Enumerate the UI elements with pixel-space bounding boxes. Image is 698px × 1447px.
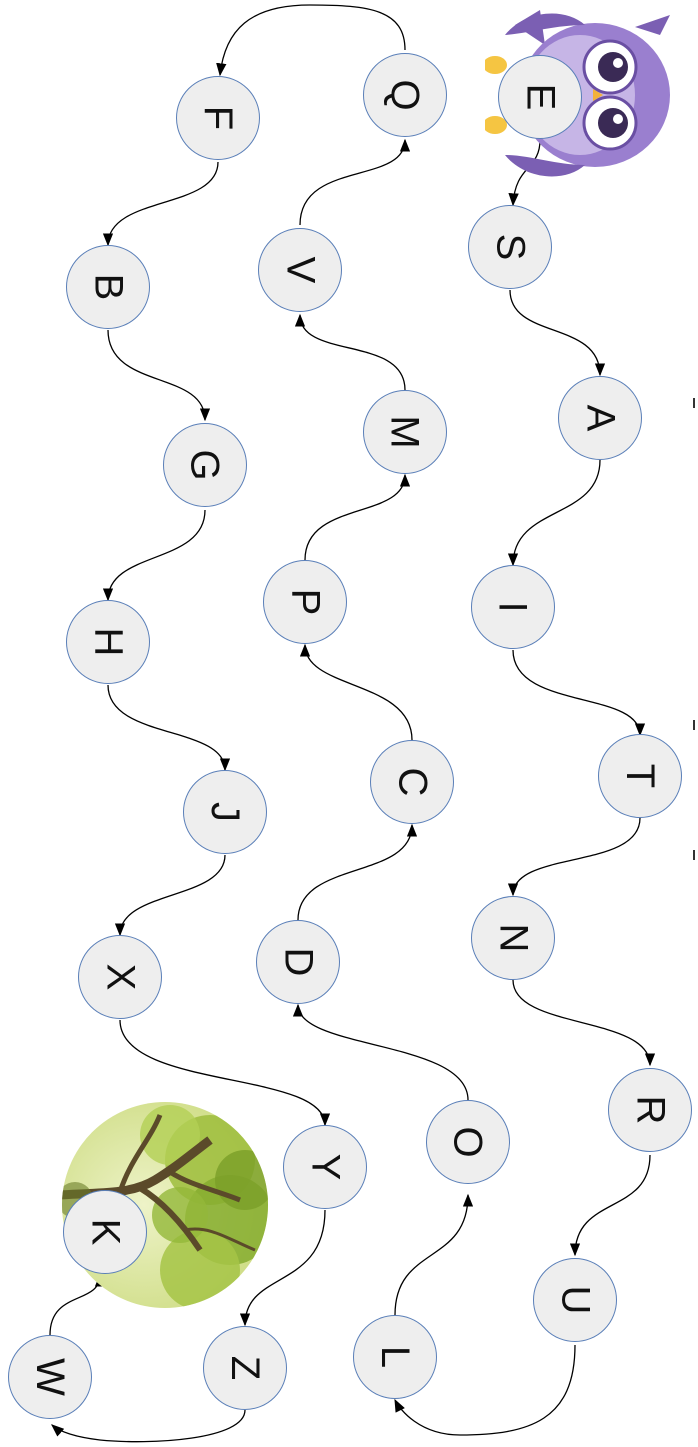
node-label: P: [283, 588, 327, 616]
node-label: R: [627, 1095, 672, 1125]
connector-f-b: [102, 161, 219, 247]
node-n: N: [471, 896, 555, 980]
node-h: H: [66, 600, 150, 684]
node-label: F: [196, 105, 240, 131]
node-label: H: [85, 627, 130, 657]
node-o: O: [426, 1100, 510, 1184]
node-label: Q: [383, 79, 427, 111]
connector-h-j: [107, 684, 231, 772]
node-label: L: [373, 1345, 417, 1369]
node-label: X: [98, 963, 142, 991]
connector-n-r: [512, 979, 656, 1067]
node-label: Z: [223, 1355, 267, 1381]
node-label: A: [578, 404, 622, 432]
node-u: U: [533, 1258, 617, 1342]
node-label: K: [83, 1218, 127, 1246]
edge-tick: [693, 398, 695, 408]
connector-q-f: [216, 4, 406, 77]
node-label: M: [382, 415, 427, 449]
connector-w-k: [49, 1273, 106, 1336]
node-label: Y: [303, 1153, 347, 1181]
edge-tick: [693, 850, 695, 860]
node-f: F: [176, 76, 260, 160]
node-label: J: [203, 802, 247, 822]
node-p: P: [263, 560, 347, 644]
edge-tick: [693, 720, 695, 730]
node-k: K: [63, 1190, 147, 1274]
node-q: Q: [363, 53, 447, 137]
connector-x-y: [119, 1019, 331, 1127]
connector-b-g: [107, 329, 211, 422]
connector-t-n: [507, 817, 641, 897]
connector-o-d: [292, 1003, 469, 1101]
node-label: V: [278, 256, 322, 284]
connector-g-h: [102, 509, 206, 602]
node-label: G: [183, 449, 227, 481]
node-label: W: [27, 1358, 72, 1396]
connector-d-c: [297, 823, 418, 921]
node-label: C: [389, 767, 434, 797]
connector-r-u: [569, 1154, 651, 1257]
connector-z-w: [51, 1409, 246, 1443]
node-label: B: [86, 273, 130, 301]
node-label: U: [552, 1285, 597, 1315]
node-y: Y: [283, 1125, 367, 1209]
node-l: L: [353, 1315, 437, 1399]
node-s: S: [468, 205, 552, 289]
connector-i-t: [512, 649, 646, 737]
node-g: G: [163, 423, 247, 507]
node-label: I: [491, 601, 535, 613]
connector-u-l: [394, 1344, 576, 1436]
connector-m-v: [294, 313, 406, 391]
connector-j-x: [114, 854, 226, 937]
node-label: O: [446, 1126, 490, 1158]
node-label: D: [275, 947, 320, 977]
connector-p-m: [304, 473, 411, 561]
connector-y-z: [239, 1209, 326, 1327]
node-d: D: [256, 920, 340, 1004]
node-x: X: [78, 935, 162, 1019]
node-label: T: [618, 763, 662, 789]
node-z: Z: [203, 1326, 287, 1410]
node-label: N: [490, 923, 535, 953]
node-e: E: [498, 55, 582, 139]
connector-s-a: [509, 289, 606, 377]
connector-a-i: [507, 459, 601, 567]
connector-v-q: [299, 138, 411, 226]
node-label: S: [488, 233, 532, 261]
node-label: E: [518, 83, 562, 111]
node-a: A: [558, 376, 642, 460]
connector-l-o: [394, 1193, 474, 1316]
connector-c-p: [299, 643, 413, 741]
node-b: B: [66, 245, 150, 329]
tree-illustration: [62, 1102, 268, 1308]
node-m: M: [363, 390, 447, 474]
node-i: I: [471, 565, 555, 649]
node-v: V: [258, 228, 342, 312]
node-w: W: [8, 1335, 92, 1419]
node-r: R: [608, 1068, 692, 1152]
node-j: J: [183, 770, 267, 854]
node-t: T: [598, 734, 682, 818]
node-c: C: [370, 740, 454, 824]
